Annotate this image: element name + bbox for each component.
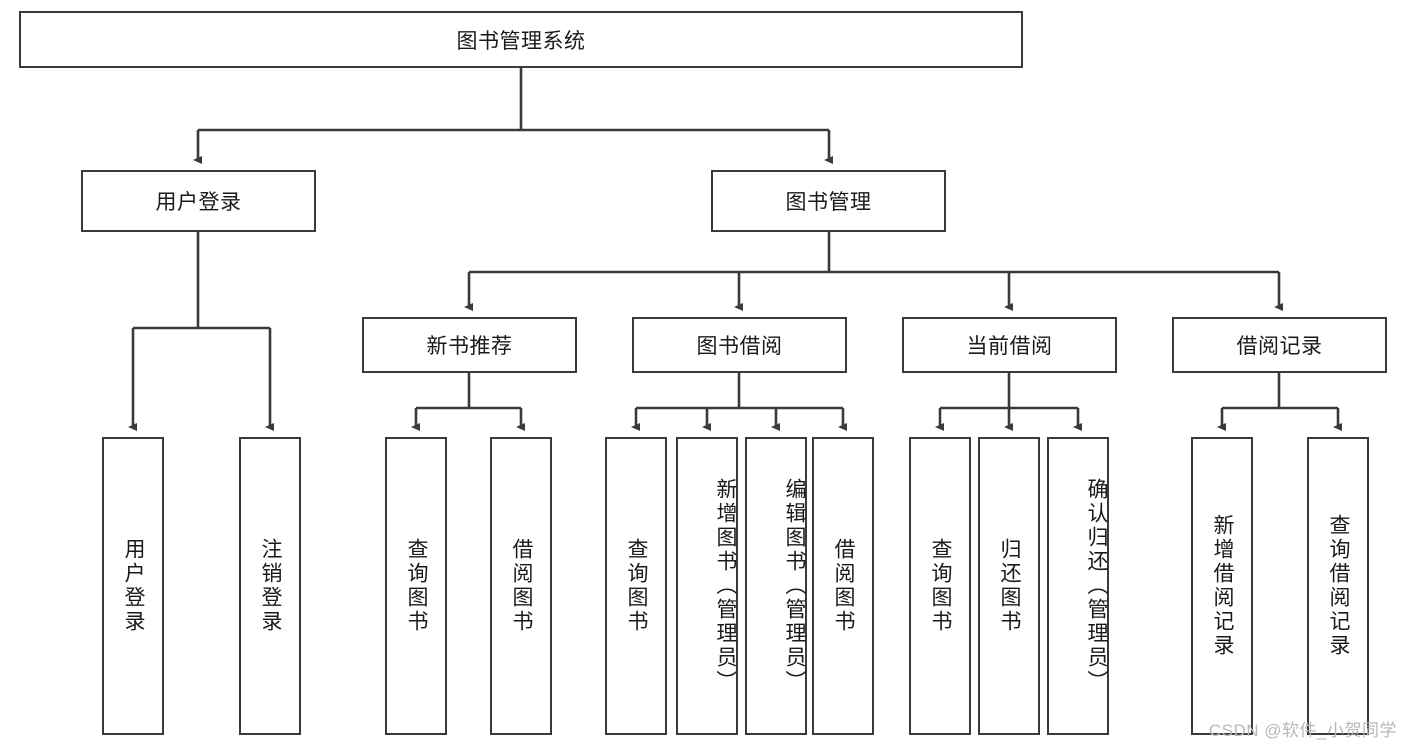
node-leaf-user-logout[interactable]: 注销登录 <box>239 437 301 735</box>
node-leaf-edit-book[interactable]: 编辑图书（管理员） <box>745 437 807 735</box>
node-label: 新增图书（管理员） <box>714 478 737 694</box>
node-leaf-query-book-3[interactable]: 查询图书 <box>909 437 971 735</box>
node-label: 图书借阅 <box>696 335 783 358</box>
node-leaf-return-book[interactable]: 归还图书 <box>978 437 1040 735</box>
node-label: 用户登录 <box>155 191 242 214</box>
node-label: 确认归还（管理员） <box>1085 478 1108 694</box>
node-label: 图书管理 <box>785 191 872 214</box>
node-leaf-confirm-return[interactable]: 确认归还（管理员） <box>1047 437 1109 735</box>
node-book-management[interactable]: 图书管理 <box>711 170 946 232</box>
node-current-borrow[interactable]: 当前借阅 <box>902 317 1117 373</box>
node-leaf-add-record[interactable]: 新增借阅记录 <box>1191 437 1253 735</box>
node-label: 归还图书 <box>998 538 1022 634</box>
node-leaf-query-record[interactable]: 查询借阅记录 <box>1307 437 1369 735</box>
node-leaf-query-book-2[interactable]: 查询图书 <box>605 437 667 735</box>
node-user-login[interactable]: 用户登录 <box>81 170 316 232</box>
node-label: 新增借阅记录 <box>1211 514 1235 658</box>
csdn-watermark: CSDN @软件_小贺同学 <box>1208 721 1397 740</box>
node-root-book-management-system[interactable]: 图书管理系统 <box>19 11 1023 68</box>
node-label: 图书管理系统 <box>456 29 586 53</box>
node-leaf-query-book-1[interactable]: 查询图书 <box>385 437 447 735</box>
node-leaf-user-login[interactable]: 用户登录 <box>102 437 164 735</box>
node-leaf-borrow-book-2[interactable]: 借阅图书 <box>812 437 874 735</box>
node-book-borrow[interactable]: 图书借阅 <box>632 317 847 373</box>
node-label: 借阅记录 <box>1236 335 1323 358</box>
node-borrow-record[interactable]: 借阅记录 <box>1172 317 1387 373</box>
node-new-book-recommend[interactable]: 新书推荐 <box>362 317 577 373</box>
node-leaf-add-book[interactable]: 新增图书（管理员） <box>676 437 738 735</box>
node-label: 查询图书 <box>929 538 953 634</box>
node-label: 借阅图书 <box>832 538 856 634</box>
node-label: 借阅图书 <box>510 538 534 634</box>
node-label: 当前借阅 <box>966 335 1053 358</box>
node-label: 新书推荐 <box>426 335 513 358</box>
node-label: 查询图书 <box>625 538 649 634</box>
node-leaf-borrow-book-1[interactable]: 借阅图书 <box>490 437 552 735</box>
node-label: 注销登录 <box>259 538 283 634</box>
node-label: 用户登录 <box>122 538 146 634</box>
node-label: 编辑图书（管理员） <box>783 478 806 694</box>
node-label: 查询图书 <box>405 538 429 634</box>
node-label: 查询借阅记录 <box>1327 514 1351 658</box>
